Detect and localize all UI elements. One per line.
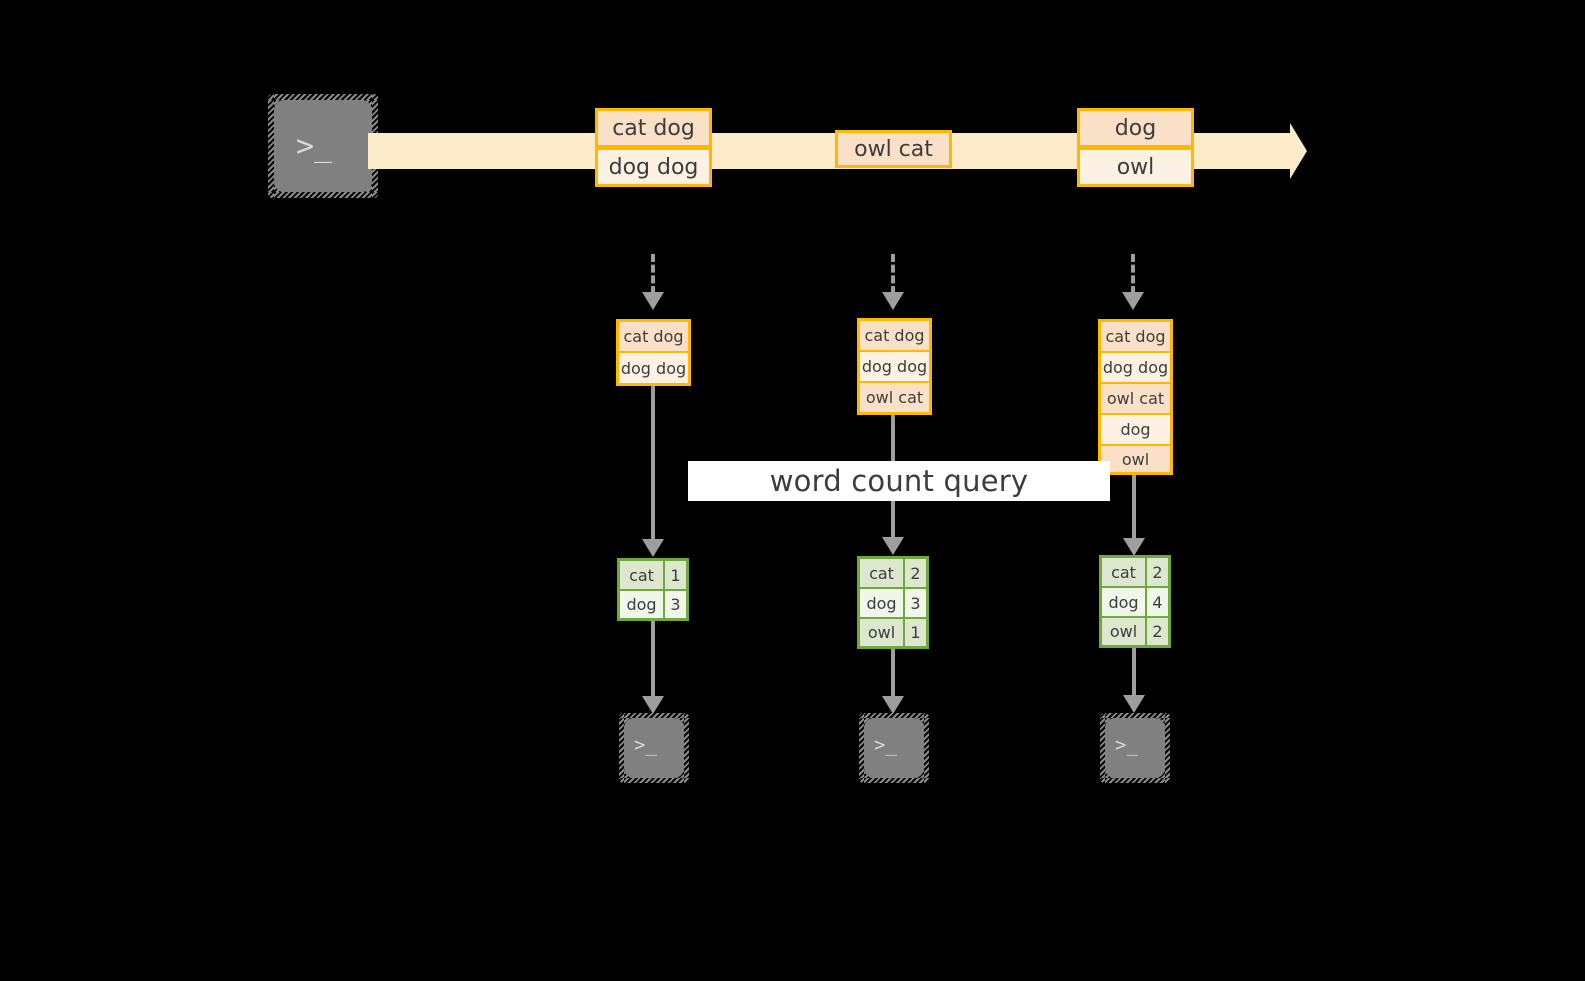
stream-record: owl cat [835, 130, 952, 168]
result-count-cell: 2 [905, 559, 926, 587]
result-count-cell: 1 [905, 619, 926, 646]
stream-record: cat dog [595, 108, 712, 148]
snapshot-row: dog [1101, 415, 1170, 446]
terminal-screen [274, 100, 372, 192]
result-word-cell: cat [620, 561, 665, 589]
result-count-cell: 3 [905, 589, 926, 617]
sink-terminal-icon: >_ [859, 713, 929, 783]
snapshot-stack: cat dog dog dog [616, 319, 691, 386]
snapshot-row: dog dog [860, 352, 929, 383]
result-word-cell: dog [1102, 588, 1147, 616]
result-table: cat 2 dog 4 owl 2 [1099, 555, 1171, 648]
result-word-cell: cat [1102, 558, 1147, 586]
result-word-cell: cat [860, 559, 905, 587]
snapshot-row: dog dog [1101, 353, 1170, 384]
table-row: dog 4 [1102, 588, 1168, 618]
snapshot-stack: cat dog dog dog owl cat [857, 318, 932, 415]
snapshot-row: owl cat [1101, 384, 1170, 415]
snapshot-row: cat dog [860, 321, 929, 352]
snapshot-row: owl [1101, 446, 1170, 472]
sink-terminal-icon: >_ [619, 713, 689, 783]
result-word-cell: dog [620, 591, 665, 618]
snapshot-row: cat dog [1101, 322, 1170, 353]
result-table: cat 2 dog 3 owl 1 [857, 556, 929, 649]
result-word-cell: dog [860, 589, 905, 617]
result-count-cell: 1 [665, 561, 686, 589]
table-row: cat 2 [860, 559, 926, 589]
snapshot-stack: cat dog dog dog owl cat dog owl [1098, 319, 1173, 475]
terminal-prompt-label: >_ [634, 734, 657, 756]
table-row: owl 2 [1102, 618, 1168, 645]
query-label-band: word count query [688, 461, 1110, 501]
stream-record: dog [1077, 108, 1194, 148]
sink-terminal-icon: >_ [1100, 713, 1170, 783]
snapshot-row: dog dog [619, 353, 688, 383]
result-count-cell: 4 [1147, 588, 1168, 616]
table-row: dog 3 [860, 589, 926, 619]
table-row: owl 1 [860, 619, 926, 646]
snapshot-row: cat dog [619, 322, 688, 353]
result-word-cell: owl [860, 619, 905, 646]
source-terminal-icon: >_ [268, 94, 378, 198]
result-count-cell: 2 [1147, 558, 1168, 586]
result-count-cell: 3 [665, 591, 686, 618]
terminal-screen [1105, 718, 1165, 778]
table-row: dog 3 [620, 591, 686, 618]
terminal-screen [624, 718, 684, 778]
terminal-screen [864, 718, 924, 778]
snapshot-row: owl cat [860, 383, 929, 412]
terminal-prompt-label: >_ [296, 129, 333, 164]
stream-record: owl [1077, 147, 1194, 187]
terminal-prompt-label: >_ [874, 734, 897, 756]
stream-record: dog dog [595, 147, 712, 187]
query-label: word count query [769, 464, 1029, 498]
result-table: cat 1 dog 3 [617, 558, 689, 621]
table-row: cat 1 [620, 561, 686, 591]
result-count-cell: 2 [1147, 618, 1168, 645]
stream-arrow-head [1290, 123, 1307, 179]
result-word-cell: owl [1102, 618, 1147, 645]
terminal-prompt-label: >_ [1115, 734, 1138, 756]
table-row: cat 2 [1102, 558, 1168, 588]
